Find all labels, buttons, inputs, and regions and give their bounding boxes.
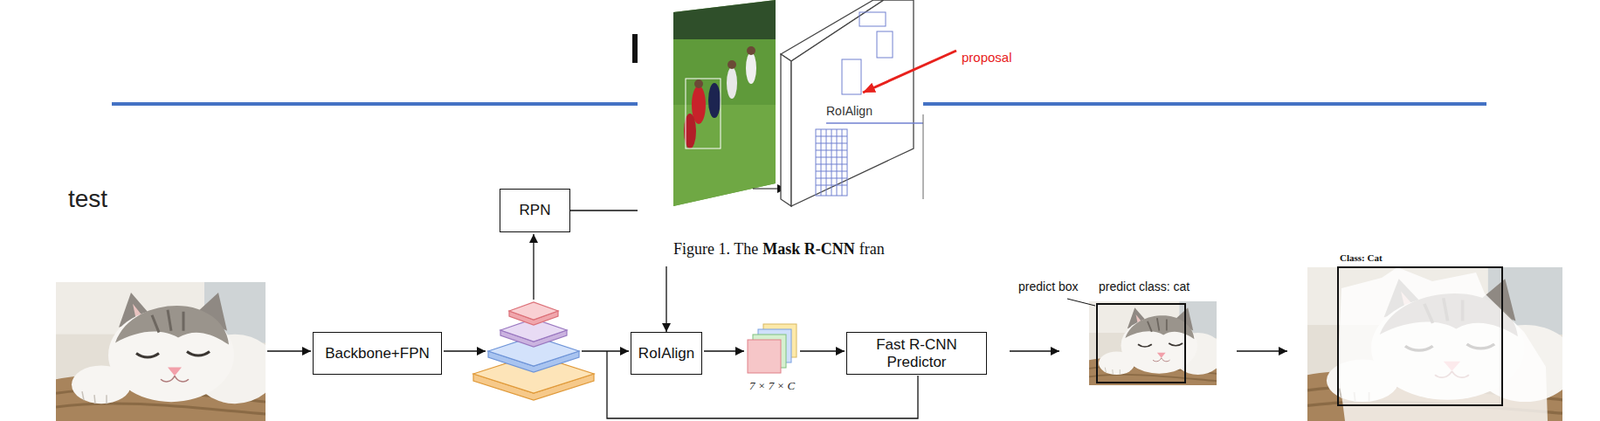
process-box: RoIAlign — [630, 331, 703, 375]
operation-label: RoIAlign — [826, 103, 873, 118]
box-text: Backbone+FPN — [324, 344, 430, 362]
process-box: Fast R-CNN Predictor — [846, 331, 987, 375]
figure-caption: Figure 1. The — [673, 240, 759, 259]
box-text: RPN — [519, 201, 552, 219]
figure-caption: Mask R-CNN — [762, 240, 856, 259]
callout-label: proposal — [961, 49, 1013, 65]
process-box: Backbone+FPN — [312, 331, 442, 375]
figure-caption: fran — [859, 240, 885, 259]
section-label: test — [68, 185, 108, 214]
box-text: RoIAlign — [638, 344, 695, 362]
process-box: RPN — [499, 188, 571, 233]
box-text: Fast R-CNN Predictor — [862, 336, 972, 370]
dimension-label: 7 × 7 × C — [749, 379, 795, 394]
class-label: predict class: cat — [1098, 279, 1190, 294]
class-label: Class: Cat — [1339, 252, 1383, 264]
callout-label: predict box — [1018, 279, 1078, 294]
